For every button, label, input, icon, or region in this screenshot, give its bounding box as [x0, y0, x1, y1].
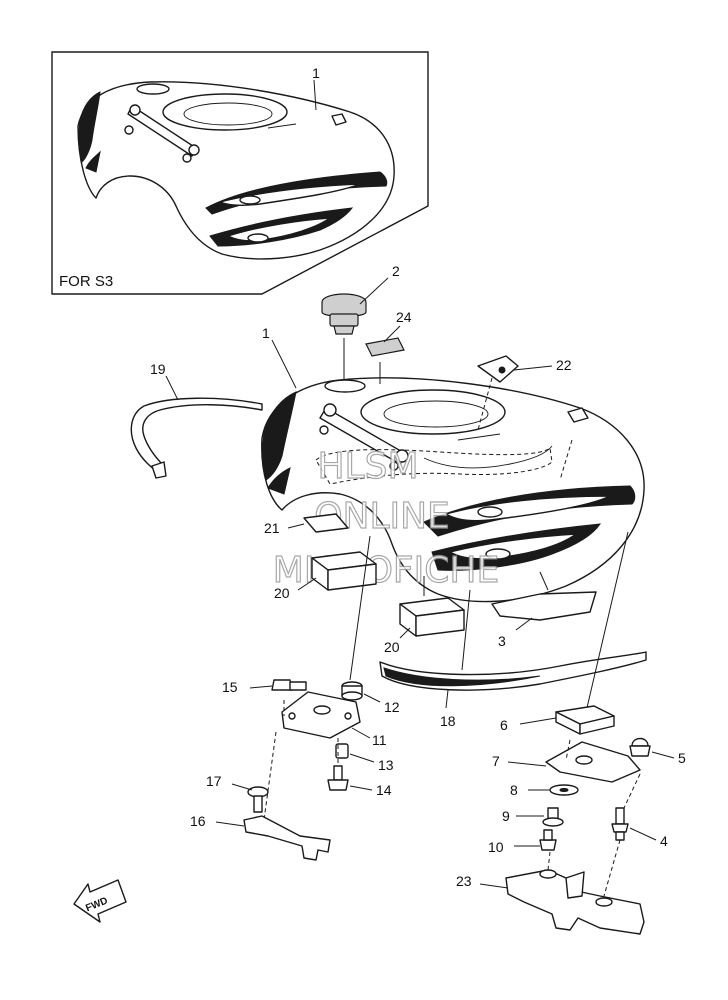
- cap-nut: [629, 737, 651, 757]
- bolt-15: [271, 679, 307, 691]
- inset-leader: [313, 79, 317, 111]
- dash-6: [565, 739, 571, 761]
- tank-leader-c: [585, 531, 629, 713]
- callout-3: 3: [498, 633, 506, 649]
- leader-18: [445, 689, 449, 709]
- leader-15: [249, 685, 273, 689]
- leader-4: [629, 827, 657, 841]
- leader-6: [519, 717, 557, 725]
- leader-14: [349, 785, 373, 791]
- mount-bracket: [281, 691, 361, 739]
- callout-22: 22: [556, 357, 572, 373]
- bolt-14: [327, 765, 349, 791]
- callout-10: 10: [488, 839, 504, 855]
- callout-23: 23: [456, 873, 472, 889]
- fuel-cap: [321, 293, 367, 335]
- leader-17: [231, 783, 253, 791]
- leader-13: [349, 753, 375, 763]
- leader-21: [287, 523, 305, 529]
- callout-1: 1: [262, 325, 270, 341]
- grommet: [341, 681, 363, 701]
- bracket-tab: [565, 871, 585, 899]
- damper: [303, 513, 349, 533]
- callout-17: 17: [206, 773, 222, 789]
- callout-18: 18: [440, 713, 456, 729]
- callout-9: 9: [502, 808, 510, 824]
- washer-collar: [542, 807, 564, 827]
- callout-2: 2: [392, 263, 400, 279]
- leader-11: [351, 727, 371, 739]
- emblem-icon: [498, 366, 506, 374]
- dash-5: [623, 773, 641, 809]
- callout-7: 7: [492, 753, 500, 769]
- inset-fuel-tank: [77, 81, 395, 260]
- leader-20a: [297, 577, 317, 591]
- leader-3: [515, 617, 533, 631]
- watermark-line-1: HLSM: [317, 446, 418, 487]
- leader-19: [165, 375, 179, 401]
- callout-21: 21: [264, 520, 280, 536]
- callout-4: 4: [660, 833, 668, 849]
- leader-20b: [399, 627, 411, 639]
- callout-15: 15: [222, 679, 238, 695]
- dash-4: [603, 839, 621, 897]
- forward-arrow-icon: FWD: [73, 879, 127, 923]
- tank-leader-b: [461, 589, 471, 671]
- callout-8: 8: [510, 782, 518, 798]
- callout-6: 6: [500, 717, 508, 733]
- pad-left: [311, 551, 377, 591]
- emblem: [477, 355, 519, 383]
- callout-13: 13: [378, 757, 394, 773]
- dash-16: [263, 731, 277, 821]
- leader-22: [513, 365, 553, 371]
- fuel-tank: [261, 377, 645, 603]
- label-sticker: [365, 337, 405, 357]
- callout-14: 14: [376, 782, 392, 798]
- inset-label: FOR S3: [59, 273, 113, 290]
- stud-bolt: [611, 807, 629, 841]
- washer: [549, 784, 579, 796]
- callout-12: 12: [384, 699, 400, 715]
- callout-16: 16: [190, 813, 206, 829]
- leader-1: [271, 339, 297, 389]
- callout-20a: 20: [274, 585, 290, 601]
- leader-2: [359, 277, 389, 305]
- bolt-10: [539, 829, 557, 851]
- inset-panel: 1 FOR S3: [51, 51, 429, 295]
- callout-24: 24: [396, 309, 412, 325]
- rear-bracket: [545, 741, 641, 783]
- rear-damper: [555, 705, 615, 735]
- leader-24: [383, 325, 401, 343]
- callout-11: 11: [372, 732, 387, 748]
- callout-19: 19: [150, 361, 166, 377]
- watermark-line-3: MICROFICHE: [273, 550, 499, 591]
- bolt-17: [247, 786, 269, 813]
- inset-callout-1: 1: [312, 65, 320, 81]
- side-trim: [130, 397, 263, 475]
- callout-20b: 20: [384, 639, 400, 655]
- leader-23: [479, 883, 509, 889]
- leader-7: [507, 761, 547, 767]
- tank-leader-a: [349, 535, 371, 681]
- leader-12: [363, 693, 381, 703]
- lower-left-bracket: [243, 815, 331, 861]
- dash-10: [547, 851, 551, 871]
- leader-5: [651, 751, 675, 759]
- callout-5: 5: [678, 750, 686, 766]
- collar: [335, 743, 349, 759]
- emblem-dash: [477, 377, 493, 431]
- side-cover: [491, 591, 597, 621]
- pad-right: [399, 597, 465, 637]
- tank-leader-d: [539, 571, 549, 591]
- leader-16: [215, 821, 245, 827]
